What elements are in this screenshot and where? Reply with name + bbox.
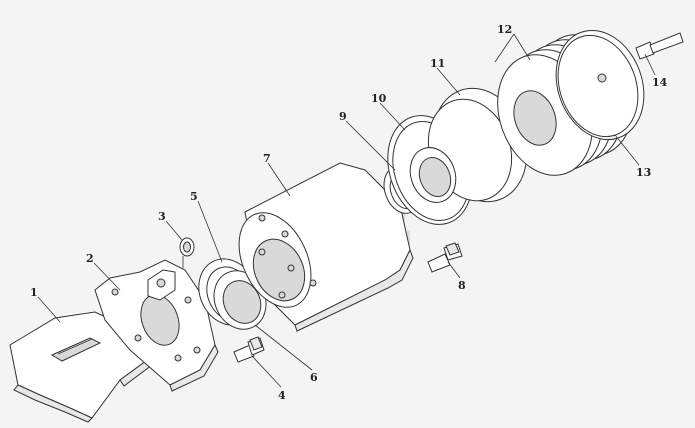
callout-6: 6 bbox=[310, 371, 318, 384]
part-13-end-plate bbox=[555, 29, 645, 141]
callout-13: 13 bbox=[636, 166, 651, 179]
callout-4: 4 bbox=[278, 389, 286, 402]
callout-labels: 1 2 3 4 5 6 7 8 9 10 11 12 13 14 bbox=[30, 23, 668, 402]
part-3-washer bbox=[179, 237, 195, 257]
part-4-bolt bbox=[233, 336, 265, 363]
callout-11: 11 bbox=[430, 57, 445, 70]
part-8-bolt bbox=[427, 242, 463, 273]
part-14-bolt bbox=[635, 32, 684, 60]
part-1-base-plate bbox=[9, 311, 153, 423]
callout-3: 3 bbox=[158, 210, 166, 223]
callout-14: 14 bbox=[652, 76, 668, 89]
callout-10: 10 bbox=[371, 92, 387, 105]
part-7-drum-housing bbox=[238, 162, 414, 332]
callout-2: 2 bbox=[86, 252, 94, 265]
callout-12: 12 bbox=[497, 23, 512, 36]
callout-9: 9 bbox=[339, 110, 347, 123]
leader-lines bbox=[37, 33, 656, 388]
callout-5: 5 bbox=[190, 190, 198, 203]
callout-7: 7 bbox=[263, 152, 271, 165]
part-2-bracket bbox=[94, 259, 219, 392]
callout-1: 1 bbox=[30, 286, 38, 299]
callout-8: 8 bbox=[458, 279, 466, 292]
